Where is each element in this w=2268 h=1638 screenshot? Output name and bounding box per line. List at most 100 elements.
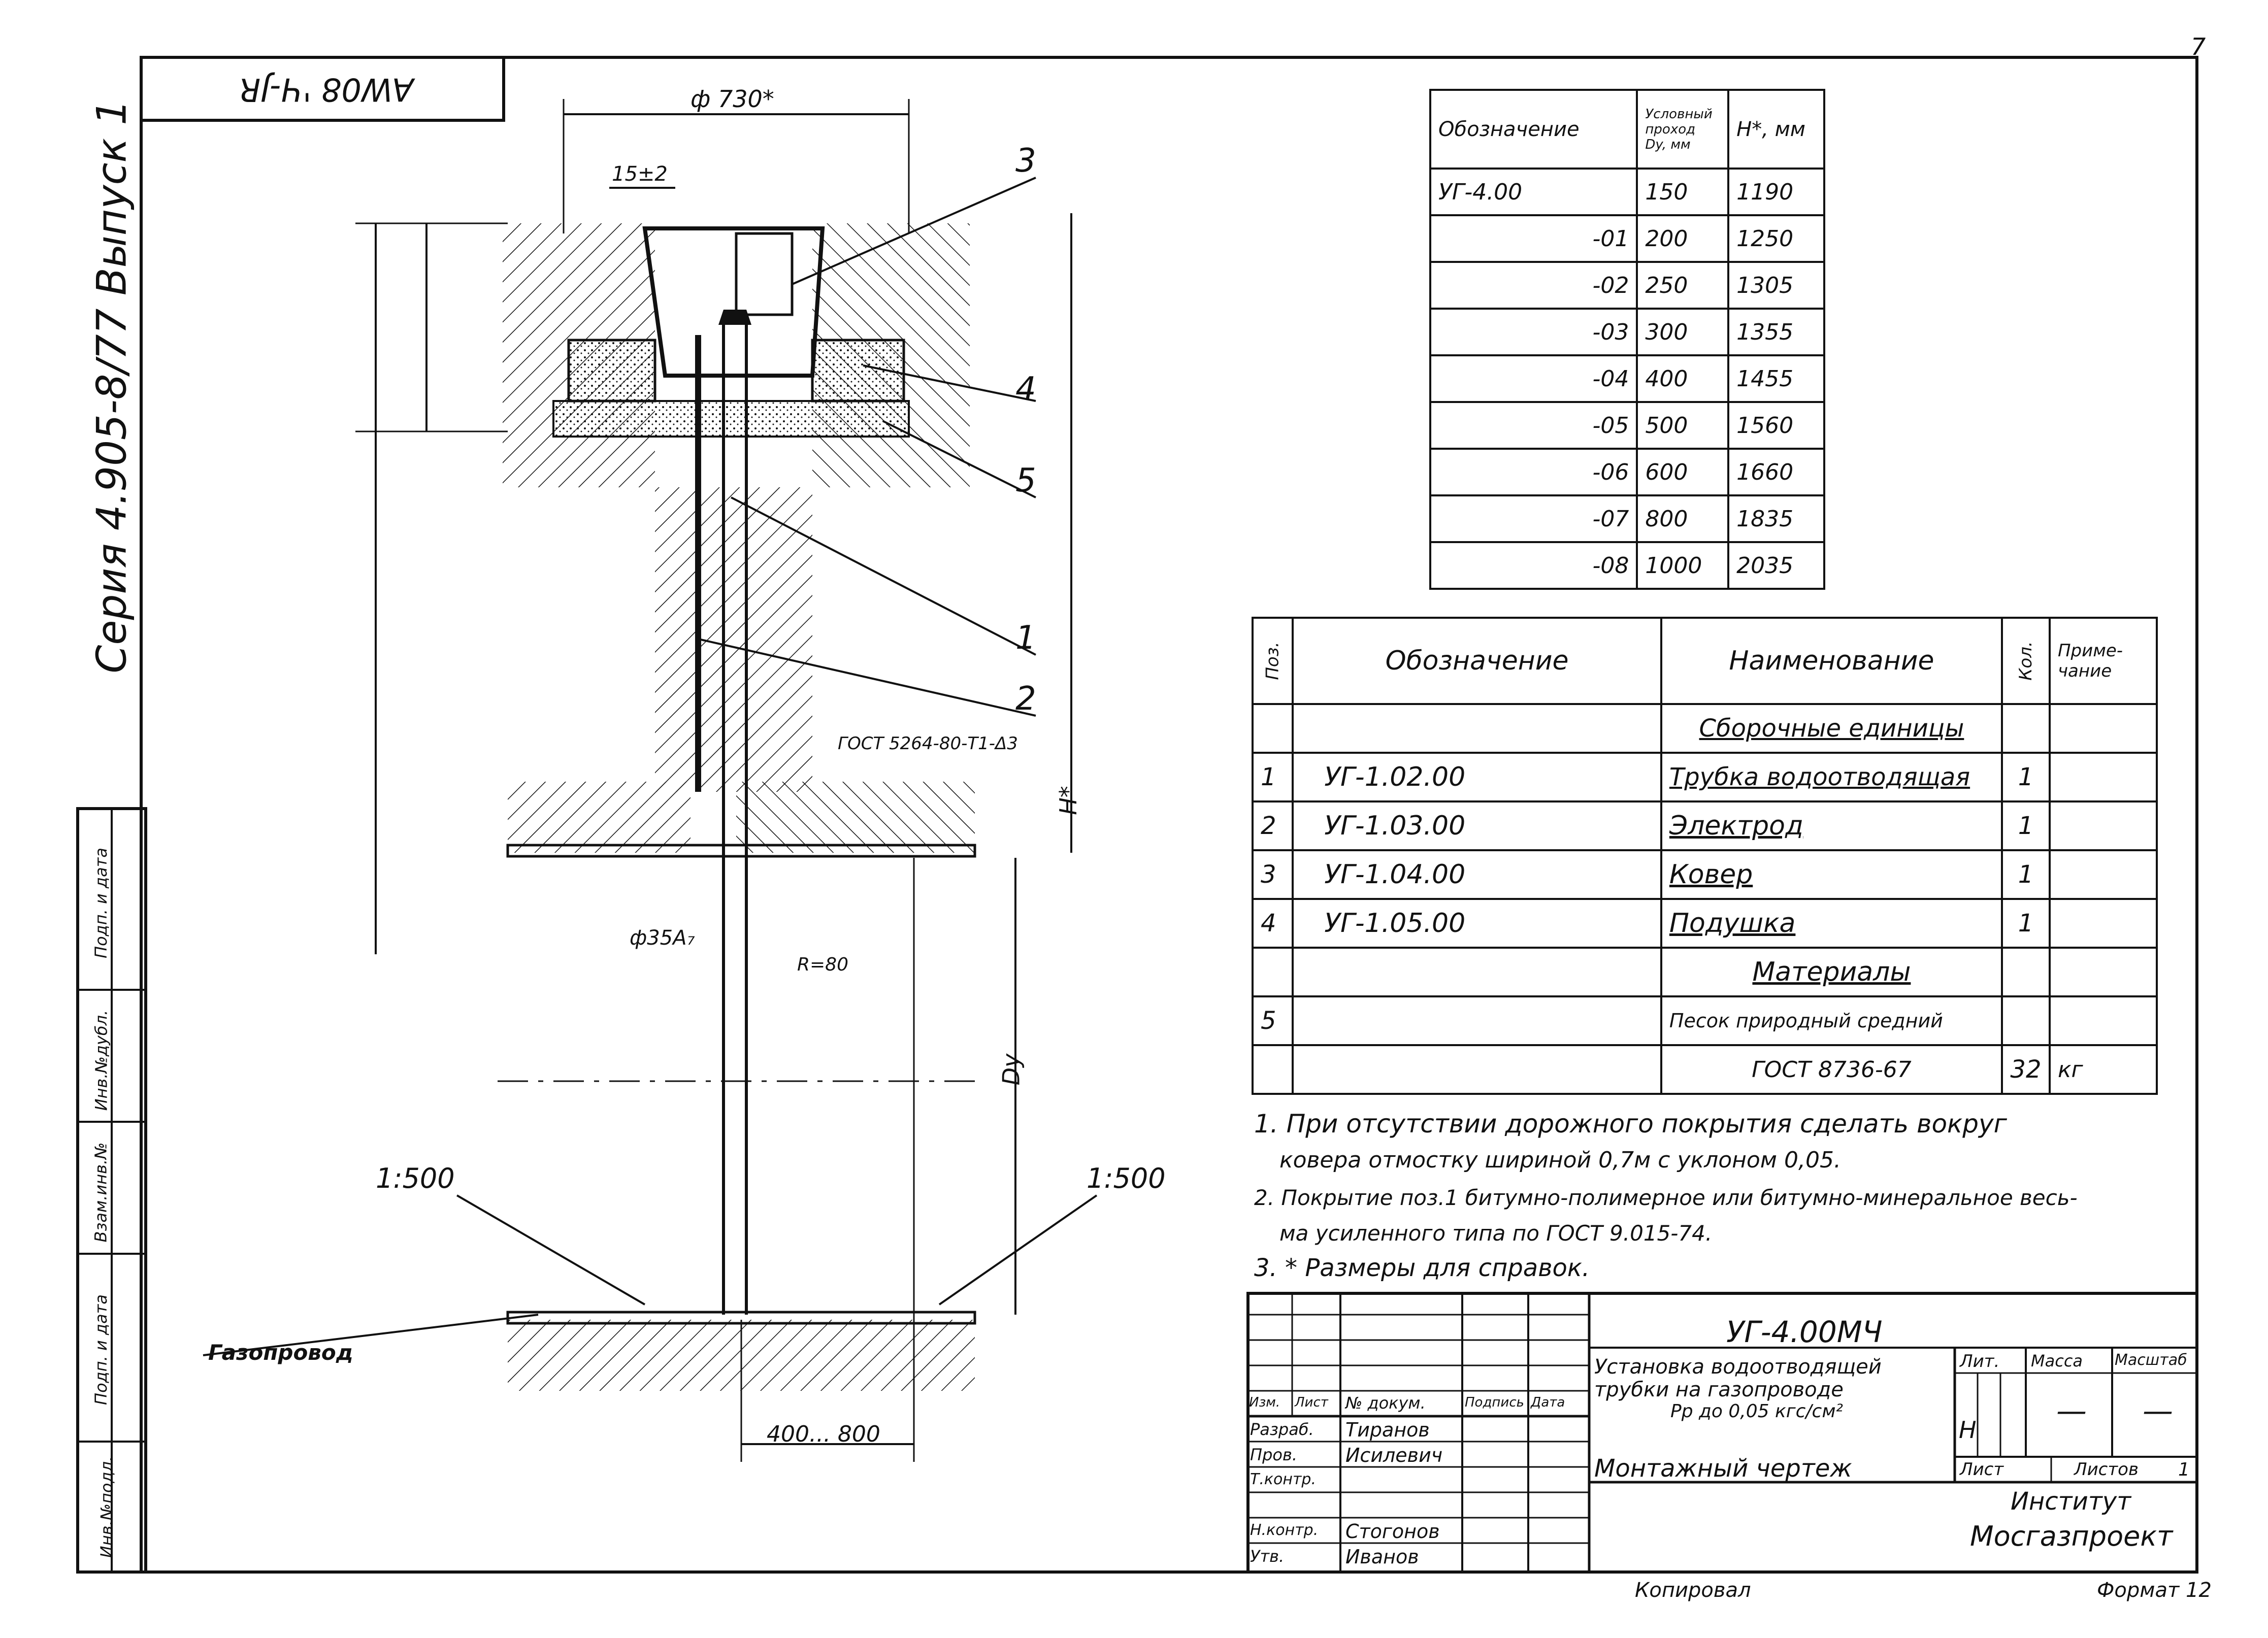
spec-cell: Материалы bbox=[1660, 947, 2003, 997]
callout-1: 1 bbox=[1015, 619, 1036, 657]
drawing-frame bbox=[140, 56, 2198, 1574]
dim-table-cell: 1355 bbox=[1727, 308, 1825, 356]
note-line: ма усиленного типа по ГОСТ 9.015-74. bbox=[1279, 1221, 1713, 1246]
dim-table-cell: 800 bbox=[1636, 494, 1730, 543]
tb-role: Пров. bbox=[1250, 1445, 1297, 1464]
spec-cell: Сборочные единицы bbox=[1660, 703, 2003, 754]
dim-table-header: Обозначение bbox=[1429, 89, 1638, 170]
spec-cell: 1 bbox=[2000, 752, 2051, 803]
footer-copied: Копировал bbox=[1635, 1579, 1751, 1602]
dim-table-cell: 2035 bbox=[1727, 541, 1825, 590]
spec-header: Поз. bbox=[1251, 617, 1294, 705]
spec-cell bbox=[1292, 995, 1662, 1046]
spec-cell bbox=[2048, 752, 2158, 803]
slope-right-label: 1:500 bbox=[1087, 1162, 1166, 1194]
dim-table-cell: 1455 bbox=[1727, 354, 1825, 403]
leader-1 bbox=[731, 496, 1036, 656]
dim-table-cell: 250 bbox=[1636, 261, 1730, 310]
left-stamp-lines bbox=[76, 807, 147, 1574]
spec-cell: 4 bbox=[1251, 898, 1294, 949]
tb-role: Н.контр. bbox=[1250, 1521, 1319, 1539]
tb-name: Тиранов bbox=[1345, 1419, 1430, 1441]
spec-cell: УГ-1.02.00 bbox=[1292, 752, 1662, 803]
tb-org-line: Институт bbox=[2011, 1487, 2131, 1516]
spec-cell bbox=[1251, 1044, 1294, 1095]
spec-cell: Трубка водоотводящая bbox=[1660, 752, 2003, 803]
tb-org-line: Мосгазпроект bbox=[1970, 1520, 2173, 1552]
spec-cell: ГОСТ 8736-67 bbox=[1660, 1044, 2003, 1095]
tb-header-cell: Дата bbox=[1531, 1395, 1565, 1410]
tb-role: Разраб. bbox=[1250, 1420, 1314, 1439]
dim-table-cell: 1560 bbox=[1727, 401, 1825, 450]
tb-sheet-label: Лист bbox=[1960, 1459, 2004, 1480]
spec-header: Кол. bbox=[2000, 617, 2051, 705]
spec-header: Приме-чание bbox=[2048, 617, 2158, 705]
spec-cell: 5 bbox=[1251, 995, 1294, 1046]
leader-2 bbox=[700, 639, 1036, 717]
tb-lit-label: Лит. bbox=[1960, 1351, 2000, 1372]
dim-table-cell: -03 bbox=[1429, 308, 1638, 356]
dim-range-label: 400... 800 bbox=[767, 1421, 880, 1447]
leader-pipeline bbox=[203, 1314, 539, 1356]
doc-title-line: трубки на газопроводе bbox=[1594, 1378, 1844, 1401]
pipe-cap bbox=[718, 310, 751, 325]
spec-cell: 3 bbox=[1251, 849, 1294, 900]
dim-table-cell: -04 bbox=[1429, 354, 1638, 403]
dim-table-cell: 400 bbox=[1636, 354, 1730, 403]
spec-cell bbox=[1251, 703, 1294, 754]
tb-role: Т.контр. bbox=[1250, 1470, 1317, 1488]
note-line: 2. Покрытие поз.1 битумно-полимерное или… bbox=[1254, 1185, 2078, 1210]
spec-cell bbox=[2048, 849, 2158, 900]
tb-sheets-label: Листов bbox=[2074, 1459, 2139, 1480]
dim-table-cell: 300 bbox=[1636, 308, 1730, 356]
dim-table-cell: 600 bbox=[1636, 448, 1730, 496]
dim-table-cell: -02 bbox=[1429, 261, 1638, 310]
tb-mass-label: Масса bbox=[2031, 1351, 2083, 1370]
spec-cell bbox=[1292, 703, 1662, 754]
spec-cell bbox=[1292, 1044, 1662, 1095]
sheet-number: 7 bbox=[2191, 33, 2206, 60]
callout-3: 3 bbox=[1015, 142, 1036, 180]
spec-cell: Электрод bbox=[1660, 800, 2003, 851]
tb-name: Стогонов bbox=[1345, 1520, 1440, 1543]
spec-cell bbox=[1251, 947, 1294, 997]
spec-cell: Подушка bbox=[1660, 898, 2003, 949]
dim-d35-label: ф35А₇ bbox=[630, 926, 695, 950]
leader-4 bbox=[863, 364, 1036, 402]
spec-cell bbox=[2000, 947, 2051, 997]
carpet-cover bbox=[642, 226, 825, 378]
soil-trench bbox=[655, 487, 812, 792]
tb-role: Утв. bbox=[1250, 1547, 1285, 1566]
soil-mid-left bbox=[508, 782, 691, 853]
spec-header: Наименование bbox=[1660, 617, 2003, 705]
dim-table-cell: УГ-4.00 bbox=[1429, 168, 1638, 216]
tb-scale-value: — bbox=[2143, 1393, 2173, 1429]
tb-lit-value: Н bbox=[1959, 1416, 1977, 1444]
dim-table-cell: 150 bbox=[1636, 168, 1730, 216]
dim-top-label: ф 730* bbox=[691, 85, 774, 113]
spec-cell bbox=[2048, 898, 2158, 949]
carpet-lid bbox=[735, 232, 794, 316]
tb-header-cell: Лист bbox=[1295, 1395, 1328, 1410]
slope-left-label: 1:500 bbox=[376, 1162, 455, 1194]
leader-3 bbox=[792, 177, 1036, 285]
dim-table-cell: 1190 bbox=[1727, 168, 1825, 216]
dim-table-cell: 1305 bbox=[1727, 261, 1825, 310]
dim-table-cell: 1250 bbox=[1727, 214, 1825, 263]
weld-note: ГОСТ 5264-80-Т1-Δ3 bbox=[838, 733, 1018, 754]
note-line: ковера отмостку шириной 0,7м с уклоном 0… bbox=[1279, 1147, 1841, 1173]
spec-cell: УГ-1.03.00 bbox=[1292, 800, 1662, 851]
spec-cell: 32 bbox=[2000, 1044, 2051, 1095]
sand-pad bbox=[552, 400, 910, 438]
spec-cell: 1 bbox=[2000, 800, 2051, 851]
tb-header-cell: Изм. bbox=[1249, 1395, 1280, 1410]
corner-stamp-box bbox=[140, 56, 505, 122]
spec-cell: Песок природный средний bbox=[1660, 995, 2003, 1046]
spec-cell bbox=[1292, 947, 1662, 997]
pipeline-label: Газопровод bbox=[208, 1340, 353, 1365]
note-line: 3. * Размеры для справок. bbox=[1254, 1254, 1590, 1282]
dim-r-label: R=80 bbox=[797, 954, 848, 975]
dim-table-cell: 500 bbox=[1636, 401, 1730, 450]
